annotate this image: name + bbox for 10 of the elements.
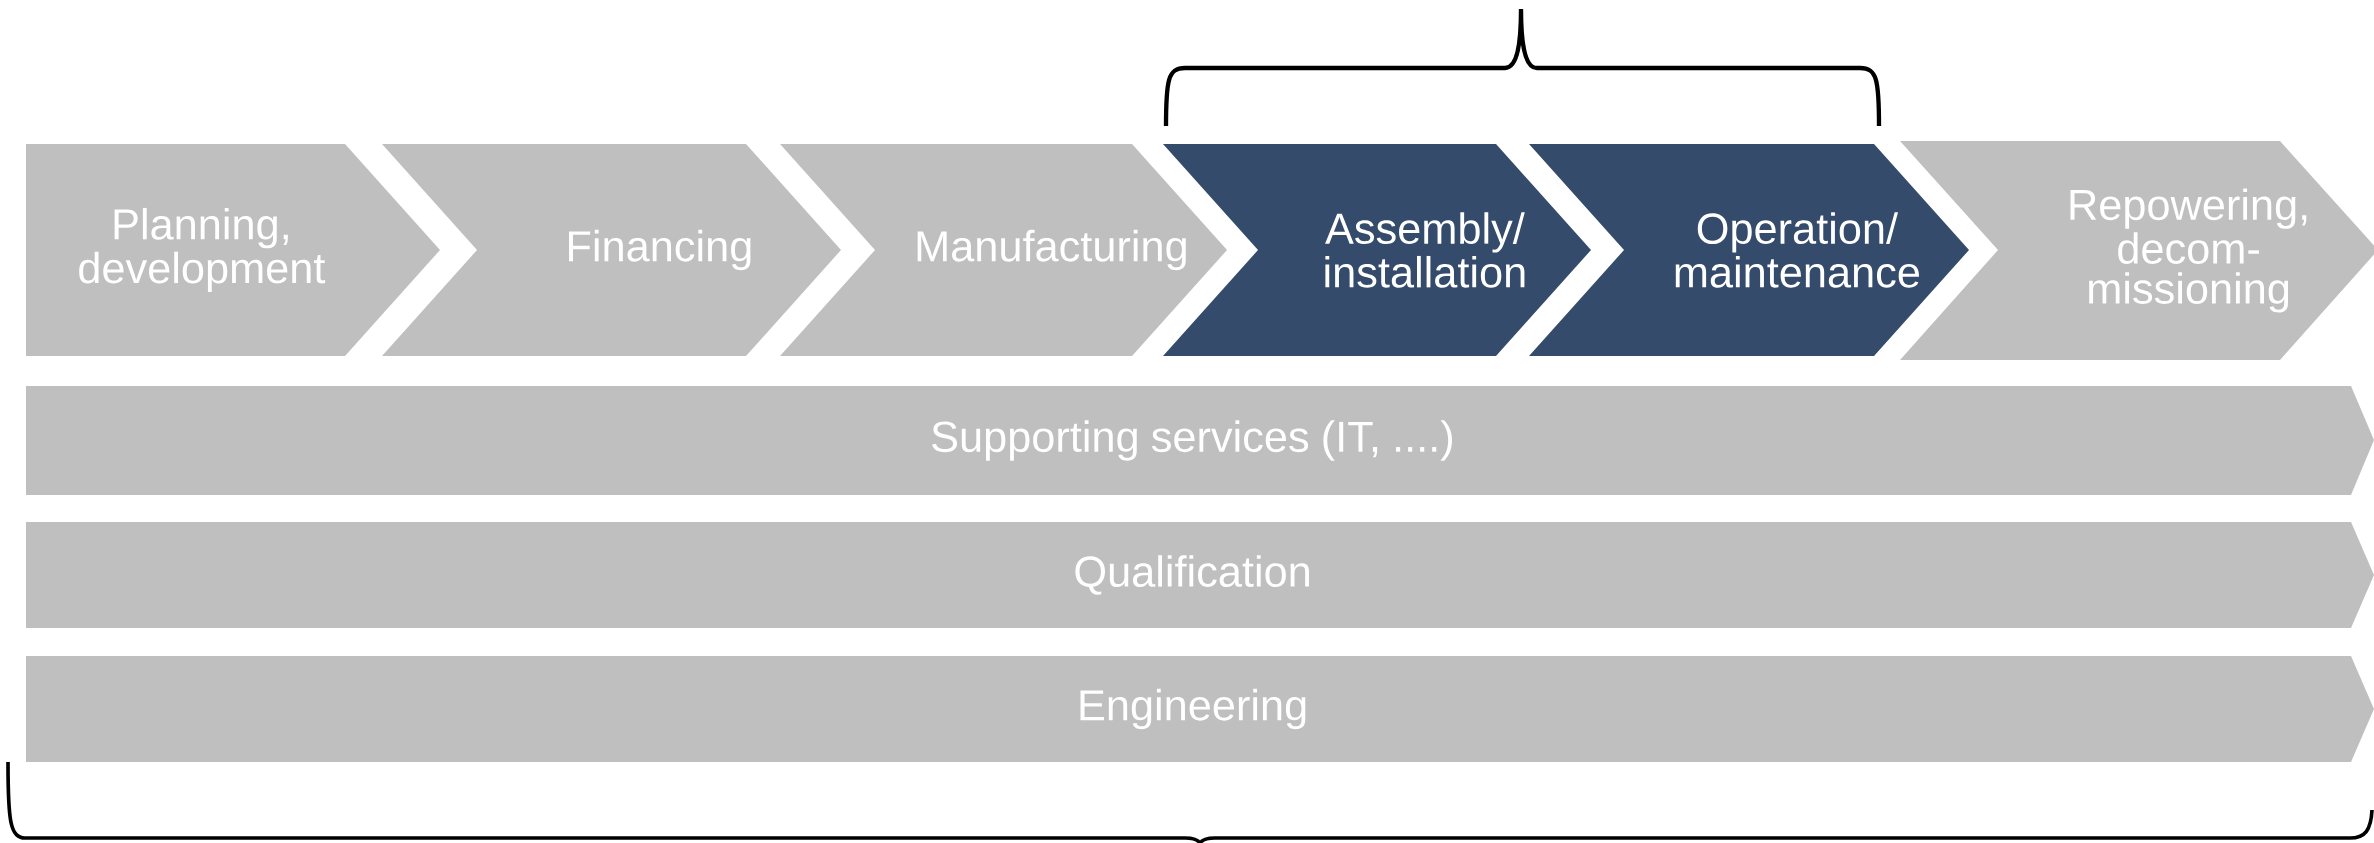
- node-label: Financing: [569, 229, 751, 271]
- band: Supporting services (IT, ....): [26, 386, 2374, 495]
- process-step: Operation/ maintenance: [1529, 144, 1969, 356]
- process-step: Planning, development: [26, 144, 440, 356]
- band: Engineering: [26, 656, 2374, 762]
- band: Qualification: [26, 522, 2374, 628]
- process-step: Manufacturing: [780, 144, 1227, 356]
- process-step: Financing: [382, 144, 841, 356]
- node-label: Planning, development: [79, 207, 326, 293]
- node-label: Assembly/ installation: [1325, 212, 1525, 288]
